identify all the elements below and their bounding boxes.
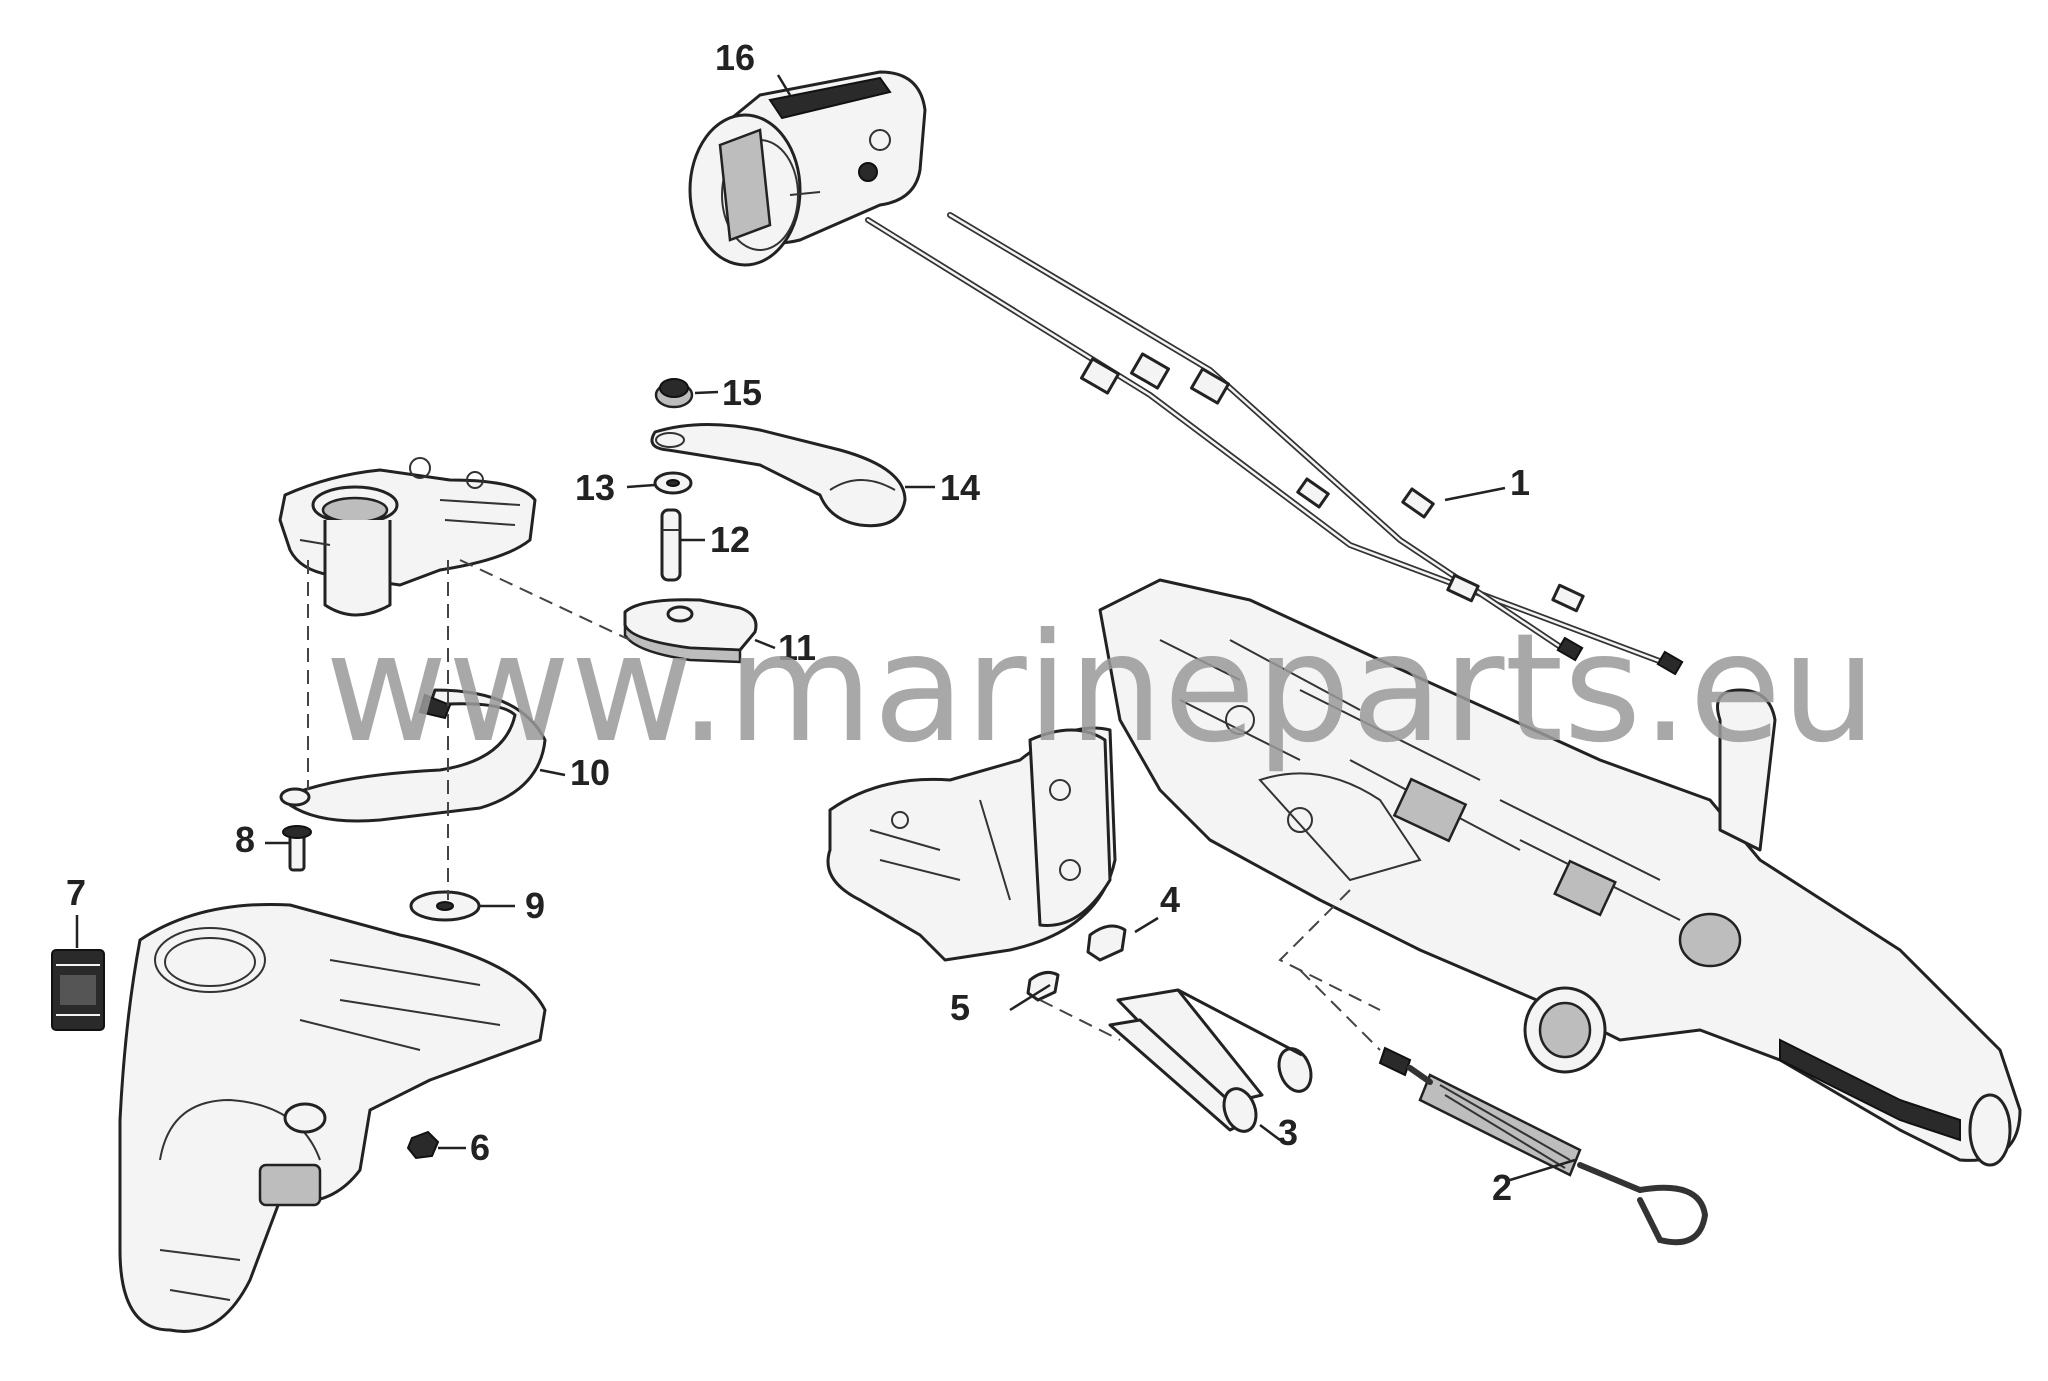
callout-8: 8 bbox=[235, 819, 255, 860]
part-4-clip bbox=[1086, 924, 1127, 962]
callout-6: 6 bbox=[470, 1127, 490, 1168]
leader-lines bbox=[75, 74, 1576, 1182]
callout-labels: 16 1 2 3 4 5 6 7 8 9 10 11 12 13 14 15 bbox=[66, 37, 1530, 1208]
tiller-handle bbox=[1098, 578, 2022, 1167]
callout-1: 1 bbox=[1510, 462, 1530, 503]
callout-16: 16 bbox=[715, 37, 755, 78]
watermark: www.marineparts.eu bbox=[325, 602, 1877, 776]
callout-5: 5 bbox=[950, 987, 970, 1028]
callout-3: 3 bbox=[1278, 1112, 1298, 1153]
part-7-decal bbox=[51, 949, 105, 1031]
part-3-pins bbox=[1108, 988, 1313, 1133]
part-13-washer bbox=[653, 471, 693, 495]
callout-14: 14 bbox=[940, 467, 980, 508]
callout-11: 11 bbox=[778, 627, 816, 668]
part-9-washer bbox=[409, 890, 481, 922]
part-6-nut bbox=[406, 1130, 440, 1160]
part-8-bolt bbox=[282, 825, 312, 872]
part-2-lanyard bbox=[1378, 1046, 1709, 1246]
callout-7: 7 bbox=[66, 872, 86, 913]
callout-9: 9 bbox=[525, 885, 545, 926]
part-16-control-head bbox=[688, 70, 927, 267]
part-12-pin bbox=[660, 508, 682, 582]
part-14-arm bbox=[650, 422, 907, 528]
callout-4: 4 bbox=[1160, 879, 1180, 920]
callout-15: 15 bbox=[722, 372, 762, 413]
callout-13: 13 bbox=[575, 467, 615, 508]
lower-housing bbox=[118, 902, 547, 1333]
assembly-lines bbox=[307, 559, 1381, 1051]
part-1-control-cables bbox=[865, 212, 1684, 676]
mounting-bracket bbox=[826, 726, 1117, 962]
part-11-plate bbox=[623, 598, 758, 664]
part-15-cap bbox=[654, 378, 694, 409]
part-10-cable-bracket bbox=[279, 688, 547, 823]
callout-10: 10 bbox=[570, 752, 610, 793]
callout-2: 2 bbox=[1492, 1167, 1512, 1208]
steering-bracket bbox=[278, 457, 537, 617]
callout-12: 12 bbox=[710, 519, 750, 560]
